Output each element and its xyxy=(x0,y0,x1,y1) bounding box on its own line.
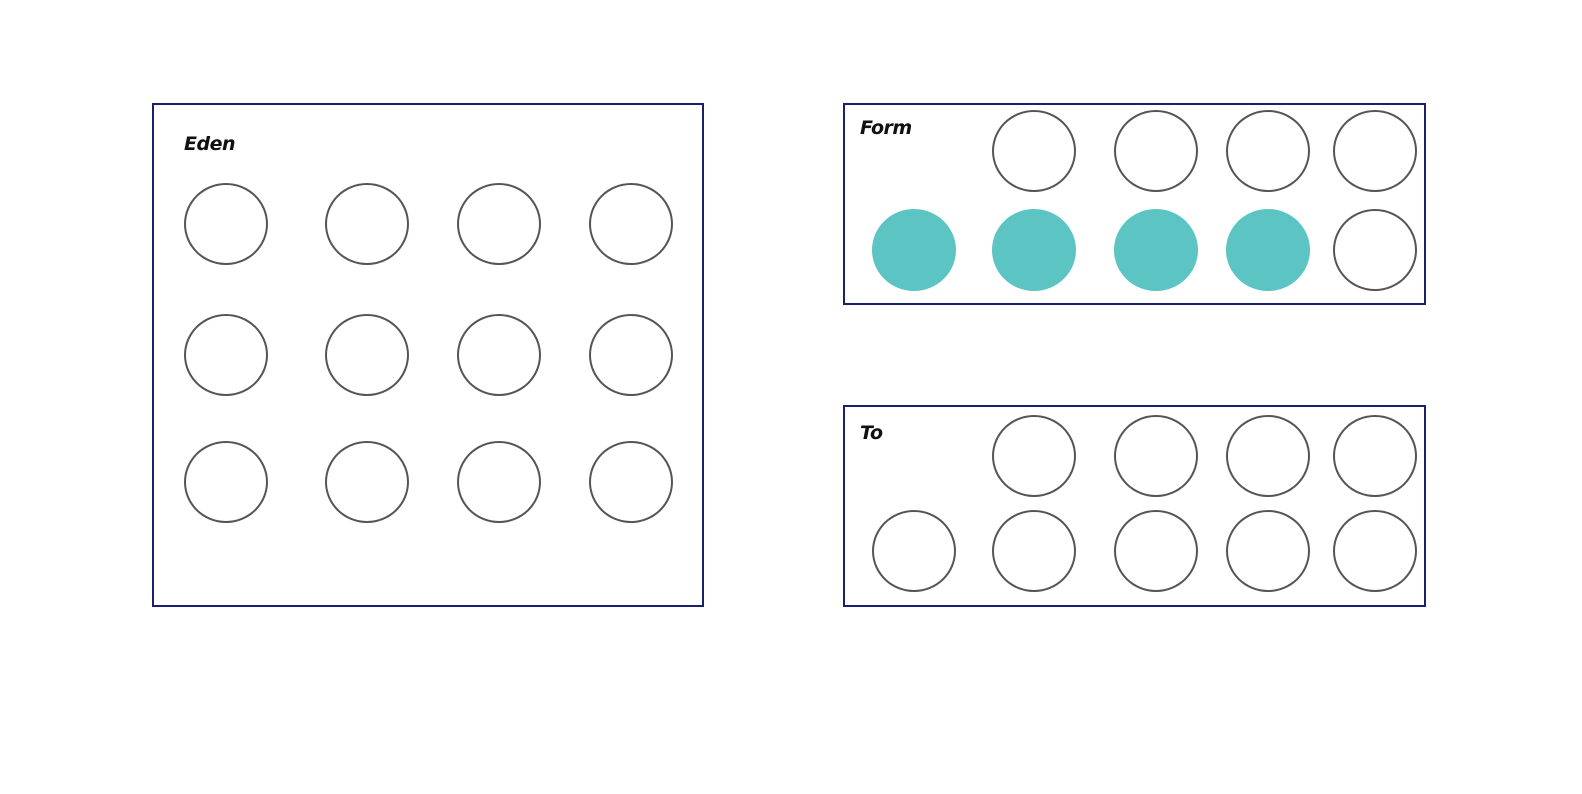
to-slot-empty xyxy=(1226,510,1310,592)
to-slot-empty xyxy=(1114,510,1198,592)
eden-slot-empty xyxy=(325,183,409,265)
eden-slot-empty xyxy=(184,183,268,265)
eden-slot-empty xyxy=(184,314,268,396)
eden-slot-empty xyxy=(589,183,673,265)
to-slot-empty xyxy=(1226,415,1310,497)
form-slot-empty xyxy=(1114,110,1198,192)
form-slot-filled xyxy=(1226,209,1310,291)
to-slot-empty xyxy=(872,510,956,592)
to-slot-empty xyxy=(992,415,1076,497)
form-slot-filled xyxy=(872,209,956,291)
to-slot-empty xyxy=(1333,510,1417,592)
eden-slot-empty xyxy=(457,441,541,523)
eden-slot-empty xyxy=(457,183,541,265)
eden-slot-empty xyxy=(184,441,268,523)
form-slot-filled xyxy=(1114,209,1198,291)
eden-slot-empty xyxy=(325,314,409,396)
eden-slot-empty xyxy=(589,314,673,396)
to-label: To xyxy=(860,422,883,444)
form-label: Form xyxy=(860,117,912,139)
form-slot-empty xyxy=(1333,209,1417,291)
form-slot-filled xyxy=(992,209,1076,291)
form-slot-empty xyxy=(1333,110,1417,192)
form-slot-empty xyxy=(992,110,1076,192)
to-slot-empty xyxy=(1333,415,1417,497)
eden-slot-empty xyxy=(589,441,673,523)
eden-slot-empty xyxy=(325,441,409,523)
to-slot-empty xyxy=(1114,415,1198,497)
to-slot-empty xyxy=(992,510,1076,592)
form-slot-empty xyxy=(1226,110,1310,192)
eden-label: Eden xyxy=(184,133,236,155)
eden-slot-empty xyxy=(457,314,541,396)
